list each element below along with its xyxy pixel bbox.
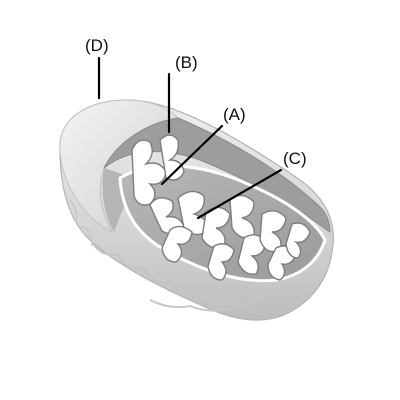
leader-line-c — [196, 168, 283, 220]
label-b: (B) — [175, 53, 198, 72]
cristae — [131, 134, 311, 281]
leader-line-a — [160, 124, 224, 186]
label-a: (A) — [223, 105, 246, 124]
label-d: (D) — [85, 36, 109, 55]
label-c: (C) — [283, 149, 307, 168]
